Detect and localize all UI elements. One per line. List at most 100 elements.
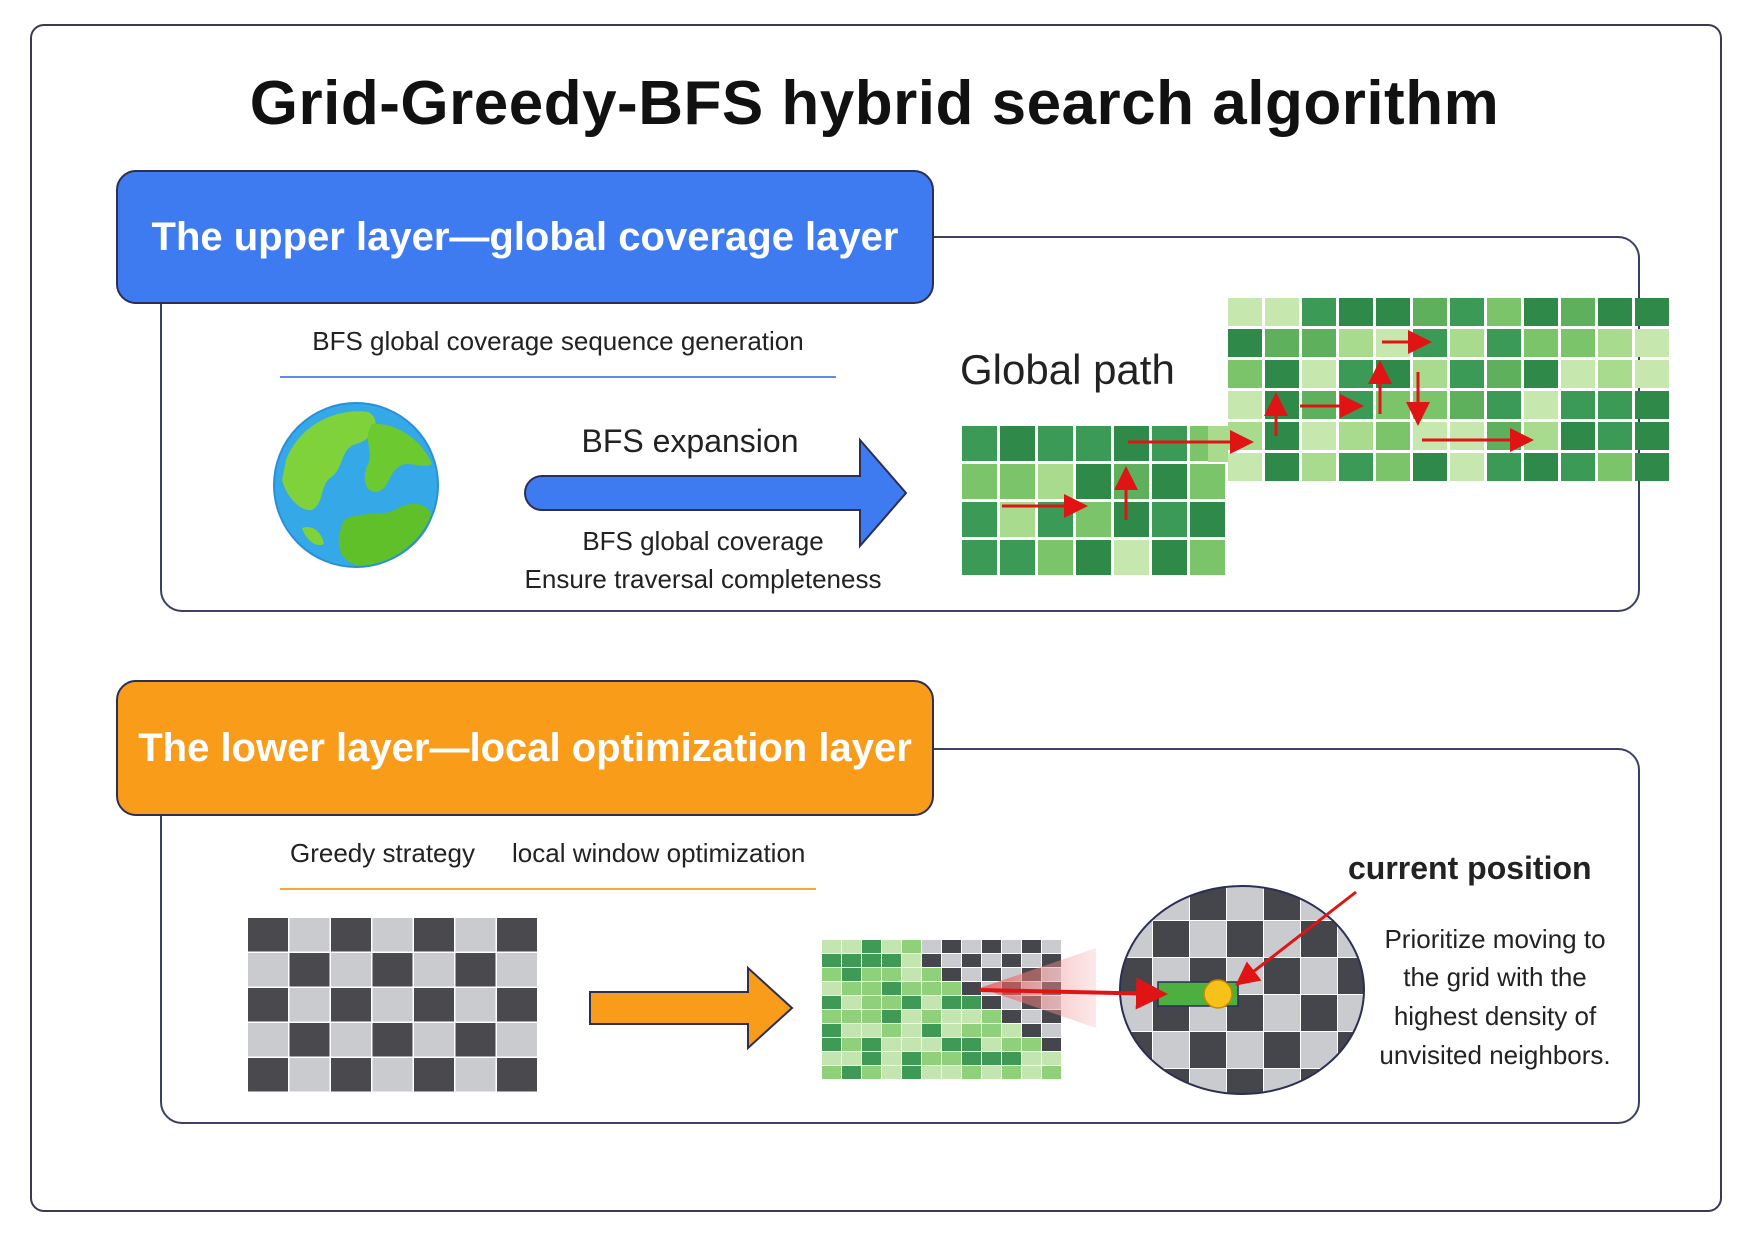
grid-cell xyxy=(1228,453,1262,481)
grid-cell xyxy=(1022,1038,1041,1051)
grid-cell xyxy=(902,1024,921,1037)
grid-cell xyxy=(1227,921,1263,957)
lower-subtitle-underline xyxy=(280,888,816,890)
grid-cell xyxy=(862,1052,881,1065)
grid-cell xyxy=(455,988,496,1022)
lens-outline xyxy=(1119,885,1365,1095)
grid-cell xyxy=(1265,329,1299,357)
grid-cell xyxy=(1450,422,1484,450)
grid-cell xyxy=(1042,1052,1061,1065)
grid-cell xyxy=(1000,540,1035,575)
grid-cell xyxy=(1228,391,1262,419)
global-path-label: Global path xyxy=(960,346,1175,393)
grid-cell xyxy=(1002,1066,1021,1079)
grid-cell xyxy=(1000,426,1035,461)
grid-cell xyxy=(1339,453,1373,481)
grid-cell xyxy=(822,1052,841,1065)
grid-cell xyxy=(1120,1069,1152,1094)
grid-cell xyxy=(497,1023,537,1057)
grid-cell xyxy=(1002,954,1021,967)
grid-cell xyxy=(1002,1038,1021,1051)
grid-cell xyxy=(1302,329,1336,357)
grid-cell xyxy=(822,954,841,967)
grid-cell xyxy=(982,1038,1001,1051)
grid-cell xyxy=(1022,940,1041,953)
grid-cell xyxy=(1264,958,1300,994)
grid-cell xyxy=(1038,540,1073,575)
grid-cell xyxy=(372,953,413,987)
grid-cell xyxy=(248,953,288,987)
grid-cell xyxy=(962,1010,981,1023)
grid-cell xyxy=(882,1010,901,1023)
focus-beam xyxy=(980,948,1096,1028)
grid-cell xyxy=(862,996,881,1009)
grid-cell xyxy=(842,968,861,981)
grid-cell xyxy=(1338,1069,1364,1094)
grid-cell xyxy=(1190,1032,1226,1068)
grid-cell xyxy=(962,996,981,1009)
grid-cell xyxy=(1002,1010,1021,1023)
grid-cell xyxy=(1598,391,1632,419)
grid-cell xyxy=(1042,940,1061,953)
grid-cell xyxy=(1264,995,1300,1031)
grid-cell xyxy=(1561,422,1595,450)
grid-cell xyxy=(1227,886,1263,920)
grid-cell xyxy=(942,968,961,981)
grid-cell xyxy=(922,954,941,967)
grid-cell xyxy=(248,1058,288,1092)
grid-cell xyxy=(1561,391,1595,419)
grid-cell xyxy=(962,1038,981,1051)
bfs-caption-line1: BFS global coverage xyxy=(582,526,824,556)
grid-cell xyxy=(1524,298,1558,326)
grid-cell xyxy=(1042,1066,1061,1079)
grid-cell xyxy=(1487,391,1521,419)
grid-cell xyxy=(822,1024,841,1037)
grid-cell xyxy=(1524,391,1558,419)
grid-cell xyxy=(1524,453,1558,481)
grid-cell xyxy=(842,996,861,1009)
grid-cell xyxy=(922,1024,941,1037)
grid-cell xyxy=(455,953,496,987)
grid-cell xyxy=(1376,391,1410,419)
globe-icon xyxy=(273,402,439,568)
grid-cell xyxy=(942,1010,961,1023)
grid-cell xyxy=(1302,298,1336,326)
grid-cell xyxy=(1114,502,1149,537)
grid-cell xyxy=(922,1052,941,1065)
grid-cell xyxy=(1598,360,1632,388)
grid-cell xyxy=(842,940,861,953)
grid-cell xyxy=(455,1023,496,1057)
bfs-expansion-arrow xyxy=(524,437,908,549)
red-path-arrow xyxy=(979,977,1168,1010)
grid-cell xyxy=(1002,1052,1021,1065)
grid-cell xyxy=(862,1038,881,1051)
grid-cell xyxy=(1022,1066,1041,1079)
grid-cell xyxy=(842,954,861,967)
current-position-marker xyxy=(1203,979,1233,1009)
grid-cell xyxy=(942,982,961,995)
grid-cell xyxy=(862,968,881,981)
grid-cell xyxy=(1339,298,1373,326)
grid-cell xyxy=(882,940,901,953)
grid-cell xyxy=(1524,329,1558,357)
greedy-desc-line4: unvisited neighbors. xyxy=(1379,1040,1611,1070)
grid-cell xyxy=(902,1066,921,1079)
lower-subtitle-greedy: Greedy strategy xyxy=(290,838,475,868)
grid-cell xyxy=(982,1066,1001,1079)
grid-cell xyxy=(1264,1069,1300,1094)
grid-cell xyxy=(1022,1052,1041,1065)
grid-cell xyxy=(1487,298,1521,326)
grid-cell xyxy=(962,940,981,953)
grid-cell xyxy=(289,988,330,1022)
grid-cell xyxy=(822,968,841,981)
grid-cell xyxy=(942,954,961,967)
grid-cell xyxy=(1228,360,1262,388)
grid-cell xyxy=(414,1023,454,1057)
grid-cell xyxy=(1301,1069,1337,1094)
grid-cell xyxy=(822,996,841,1009)
grid-cell xyxy=(1076,426,1111,461)
grid-cell xyxy=(1487,453,1521,481)
grid-cell xyxy=(942,996,961,1009)
upper-subtitle-underline xyxy=(280,376,836,378)
